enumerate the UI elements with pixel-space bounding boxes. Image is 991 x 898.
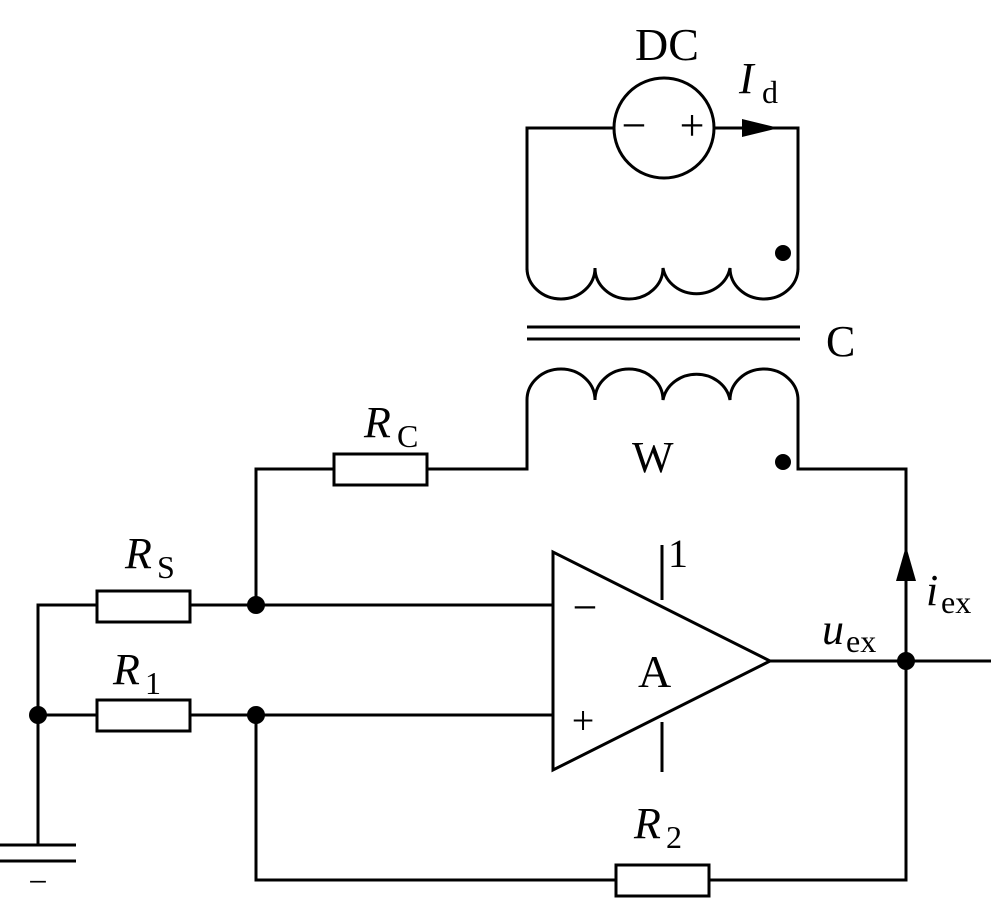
opamp-pin-label: 1 — [668, 531, 688, 576]
dc-plus-label: + — [680, 101, 705, 150]
resistor-r2 — [614, 863, 711, 898]
iex-label-sub: ex — [941, 584, 971, 620]
r2-label-main: R — [633, 799, 661, 848]
uex-label-sub: ex — [846, 623, 876, 659]
core-label: C — [826, 317, 855, 366]
ground-mark-label: − — [28, 864, 47, 898]
upper-coil — [525, 267, 800, 301]
opamp-a — [551, 545, 774, 773]
id-label-main: I — [738, 54, 756, 103]
dc-loop-left-wire — [525, 126, 614, 270]
rc-label-main: R — [363, 398, 391, 447]
junction-dot — [247, 596, 265, 614]
core — [527, 325, 800, 341]
r1-label-sub: 1 — [145, 665, 161, 701]
iex-label-main: i — [926, 566, 938, 615]
lower-coil-polarity-dot — [775, 454, 791, 470]
dc-source-label: DC — [635, 19, 699, 70]
dc-source-symbol — [612, 76, 716, 180]
junction-dot — [29, 706, 47, 724]
resistor-rc — [332, 452, 429, 487]
coil-to-output-wire — [254, 400, 908, 882]
id-label-sub: d — [762, 74, 778, 110]
junction-dot — [897, 652, 915, 670]
rs-label-sub: S — [157, 549, 175, 585]
iex-arrow-icon — [896, 546, 916, 581]
lower-coil-w — [525, 367, 800, 401]
winding-label: W — [632, 433, 674, 482]
opamp-minus-label: − — [573, 583, 598, 632]
uex-label-main: u — [822, 605, 844, 654]
dc-minus-label: − — [622, 101, 647, 150]
resistor-r1 — [95, 698, 192, 733]
opamp-plus-label: + — [572, 698, 595, 743]
rc-branch-wire — [254, 400, 529, 605]
r1-label-main: R — [112, 645, 140, 694]
opamp-triangle — [551, 549, 774, 773]
junction-dot — [247, 706, 265, 724]
rc-label-sub: C — [397, 418, 418, 454]
rs-label-main: R — [124, 529, 152, 578]
dc-loop — [525, 76, 800, 301]
upper-coil-polarity-dot — [775, 245, 791, 261]
ground-symbol — [0, 843, 76, 863]
opamp-label: A — [638, 646, 671, 697]
resistor-rs — [95, 589, 192, 624]
r2-label-sub: 2 — [666, 819, 682, 855]
rs-branch-wire — [36, 603, 555, 845]
id-arrow-icon — [742, 119, 779, 137]
